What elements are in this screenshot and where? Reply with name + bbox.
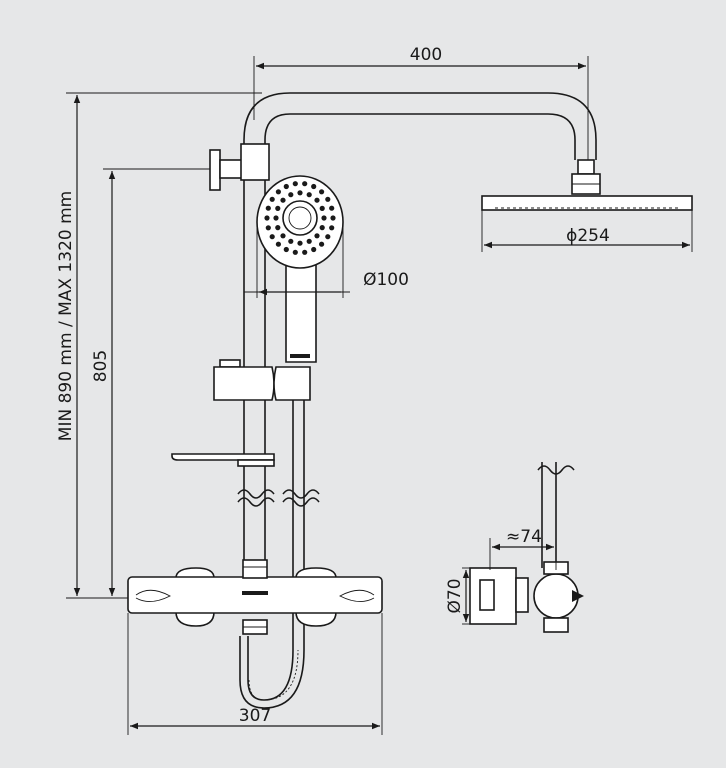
nozzle-dot (288, 192, 294, 198)
side-depth-label: ≈74 (506, 527, 542, 547)
nozzle-dot (302, 249, 308, 255)
wall-bracket-upper (209, 143, 270, 191)
thermostatic-mixer (127, 559, 383, 635)
nozzle-dot (306, 192, 312, 198)
nozzle-dot (321, 215, 327, 221)
nozzle-dot (283, 246, 289, 253)
nozzle-dot (297, 190, 303, 196)
nozzle-dot (269, 196, 275, 202)
side-diameter-label: Ø70 (445, 578, 465, 613)
dimension-bottom-width: 307 (127, 613, 383, 735)
nozzle-dot (314, 233, 320, 239)
nozzle-dot (319, 205, 325, 211)
shower-hose (239, 400, 320, 709)
nozzle-dot (311, 246, 317, 253)
nozzle-dot (275, 241, 281, 247)
nozzle-dot (280, 197, 286, 203)
dimension-total-height: MIN 890 mm / MAX 1320 mm (56, 92, 262, 599)
soap-shelf (171, 453, 275, 467)
hand-shower (244, 175, 350, 363)
top-width-label: 400 (410, 45, 442, 65)
nozzle-dot (330, 215, 336, 221)
nozzle-dot (288, 238, 294, 244)
nozzle-dot (314, 197, 320, 203)
riser-pipe (237, 92, 597, 598)
hand-diameter-label: Ø100 (363, 270, 409, 290)
nozzle-dot (319, 189, 325, 195)
nozzle-dot (311, 183, 317, 190)
nozzle-dot (265, 205, 271, 211)
nozzle-dot (325, 196, 331, 202)
dimension-rail-height: 805 (91, 168, 214, 596)
nozzle-dot (264, 215, 270, 221)
nozzle-pattern (264, 181, 336, 255)
dimension-head-diameter: ϕ254 (481, 210, 693, 252)
nozzle-dot (275, 225, 281, 231)
overhead-shower-head (481, 195, 693, 211)
slider-holder (213, 359, 311, 401)
dimension-hand-diameter: Ø100 (256, 222, 409, 298)
nozzle-dot (273, 215, 279, 221)
nozzle-dot (329, 205, 335, 211)
dimension-side-diameter: Ø70 (445, 567, 472, 625)
nozzle-dot (319, 241, 325, 247)
dimension-top-width: 400 (253, 45, 589, 165)
nozzle-dot (306, 238, 312, 244)
rail-height-label: 805 (91, 350, 111, 382)
nozzle-dot (325, 234, 331, 240)
total-height-label: MIN 890 mm / MAX 1320 mm (56, 191, 76, 441)
nozzle-dot (292, 181, 298, 187)
nozzle-dot (319, 225, 325, 231)
nozzle-dot (292, 249, 298, 255)
nozzle-dot (275, 205, 281, 211)
nozzle-dot (269, 234, 275, 240)
nozzle-dot (297, 240, 303, 246)
nozzle-dot (275, 189, 281, 195)
head-connector (571, 159, 601, 195)
nozzle-dot (329, 225, 335, 231)
nozzle-dot (265, 225, 271, 231)
nozzle-dot (280, 233, 286, 239)
dimension-side-depth: ≈74 (489, 527, 557, 570)
nozzle-dot (283, 183, 289, 190)
head-diameter-label: ϕ254 (566, 226, 610, 246)
nozzle-dot (302, 181, 308, 187)
side-view (469, 462, 584, 633)
bottom-width-label: 307 (239, 706, 271, 726)
